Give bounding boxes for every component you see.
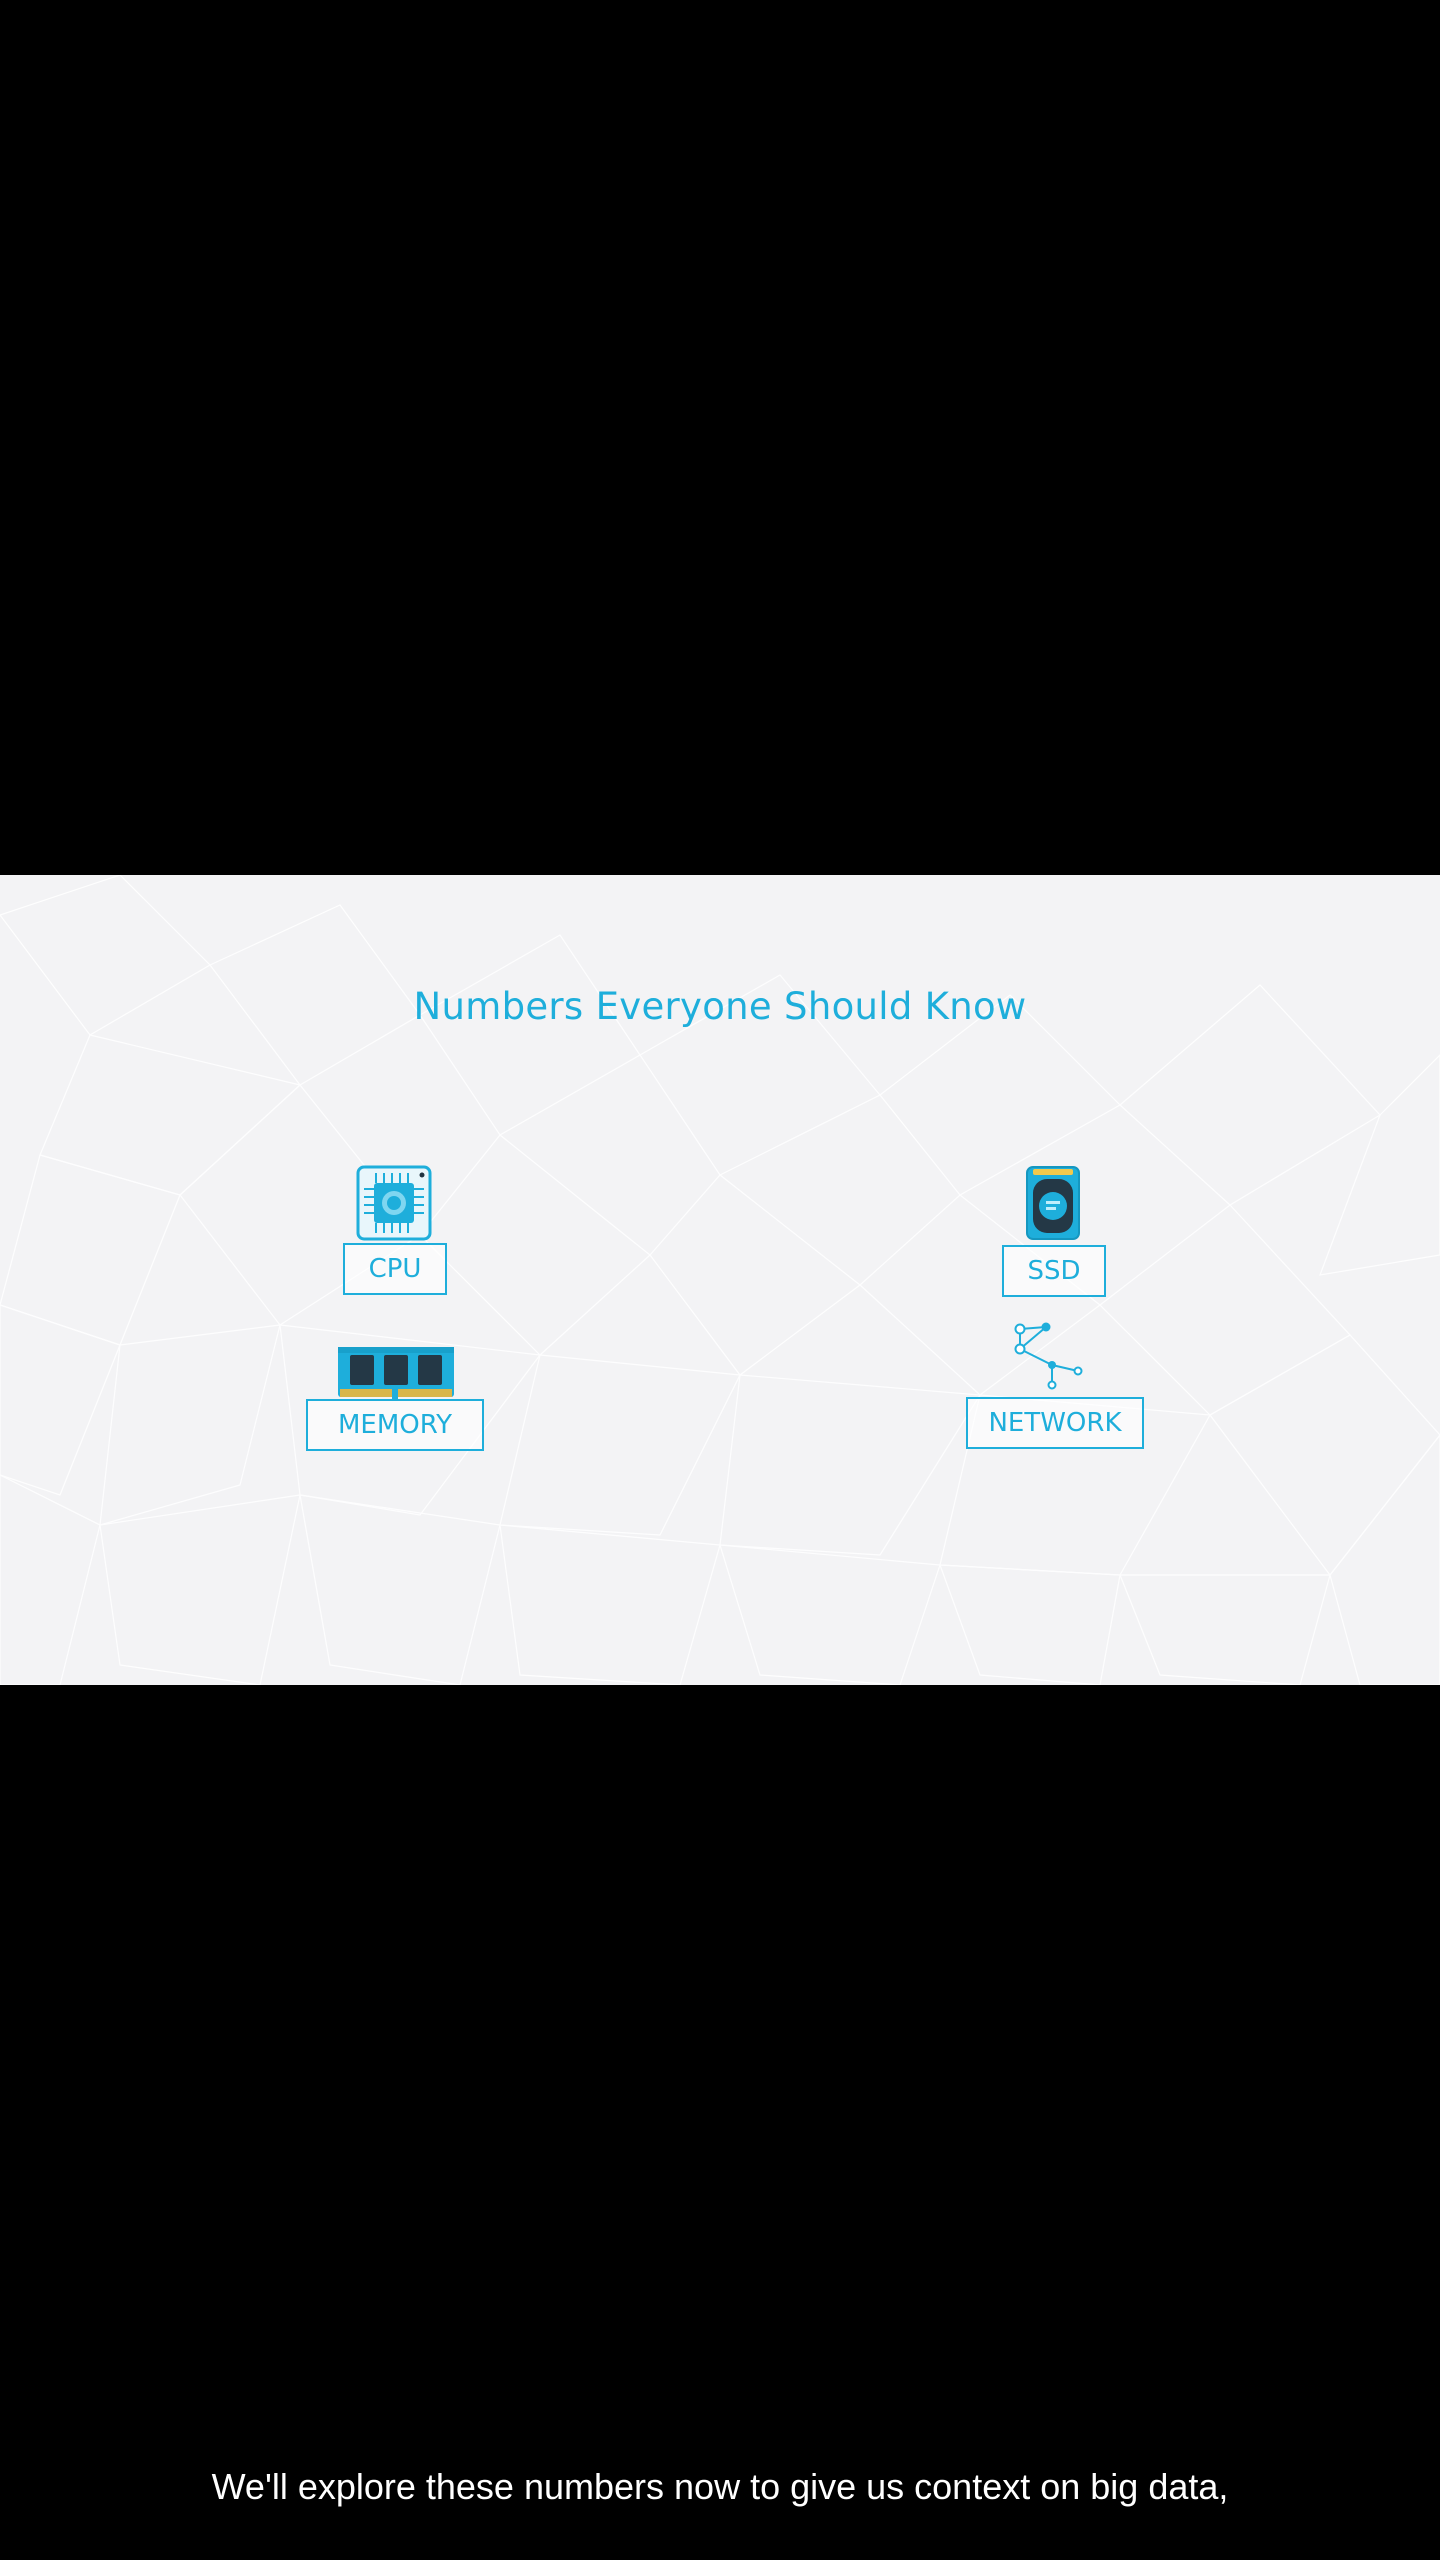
ssd-drive-icon <box>1026 1166 1080 1240</box>
cpu-chip-icon <box>356 1165 432 1241</box>
cpu-label: CPU <box>343 1243 447 1295</box>
network-label: NETWORK <box>966 1397 1144 1449</box>
memory-label: MEMORY <box>306 1399 484 1451</box>
network-nodes-icon <box>1014 1322 1083 1390</box>
background-texture <box>0 875 1440 1685</box>
memory-module-icon <box>338 1347 454 1399</box>
ssd-label: SSD <box>1002 1245 1106 1297</box>
slide-title: Numbers Everyone Should Know <box>413 985 1027 1028</box>
subtitle-caption: We'll explore these numbers now to give … <box>211 2466 1229 2507</box>
video-frame[interactable]: Numbers Everyone Should Know CPU <box>0 875 1440 1685</box>
